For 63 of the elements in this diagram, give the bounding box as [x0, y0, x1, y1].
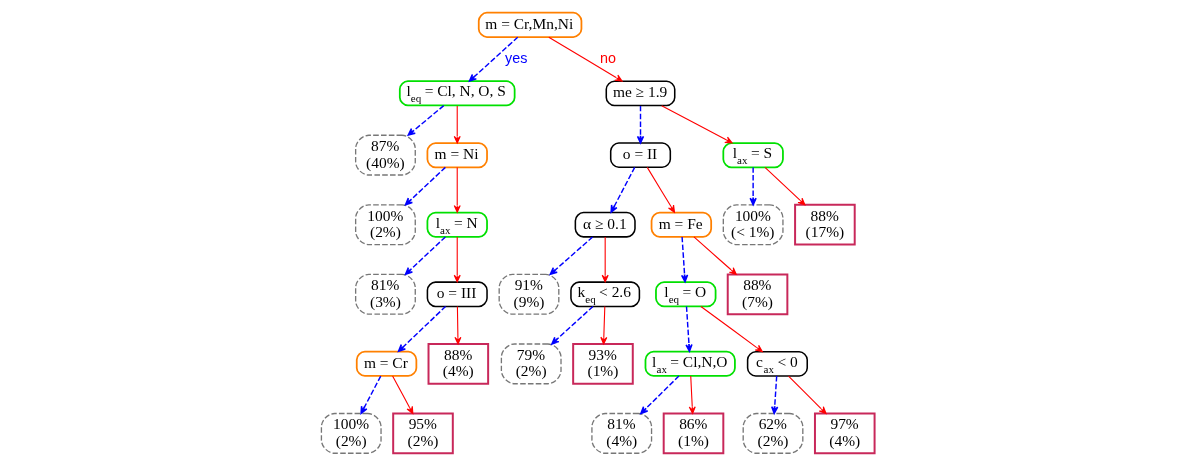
- node-box: 87% (40%): [354, 134, 416, 176]
- node-box: 95% (2%): [392, 412, 454, 455]
- node-box: o = III: [426, 281, 488, 308]
- arrow: [404, 166, 447, 206]
- arrow: [549, 236, 594, 276]
- node-box: 81% (3%): [354, 273, 416, 315]
- node-box: 93% (1%): [572, 342, 634, 385]
- arrow: [610, 166, 636, 213]
- node-box: m = Cr: [355, 350, 418, 377]
- arrow: [360, 375, 382, 415]
- node-box: α ≥ 0.1: [574, 211, 636, 238]
- node-box: 88% (4%): [427, 342, 490, 385]
- arrow: [661, 105, 733, 144]
- arrow: [600, 305, 608, 345]
- node-box: 91% (9%): [498, 273, 560, 315]
- node-box: 97% (4%): [813, 412, 876, 455]
- arrow: [693, 236, 737, 275]
- arrow: [453, 105, 461, 144]
- node-box: 86% (1%): [662, 412, 725, 455]
- node-box: l$_{ax}$ = S: [722, 142, 784, 169]
- node-box: 88% (17%): [794, 203, 856, 246]
- arrow: [685, 305, 693, 353]
- node-box: 100% (< 1%): [722, 204, 784, 246]
- node-box: 79% (2%): [500, 343, 562, 385]
- arrow: [453, 236, 461, 283]
- node-box: 62% (2%): [742, 412, 804, 454]
- node-box: l$_{eq}$ = Cl, N, O, S: [398, 80, 516, 107]
- arrow: [764, 166, 806, 206]
- node-box: 100% (2%): [354, 204, 416, 246]
- arrow: [636, 105, 645, 144]
- arrow: [548, 36, 623, 82]
- node-box: 88% (7%): [726, 273, 789, 316]
- node-box: k$_{eq}$ < 2.6: [570, 281, 641, 308]
- arrow: [397, 305, 447, 353]
- node-box: m = Ni: [426, 142, 488, 169]
- node-box: o = II: [609, 142, 672, 169]
- node-box: l$_{ax}$ = Cl,N,O: [644, 350, 736, 377]
- node-box: l$_{eq}$ = O: [655, 281, 717, 308]
- arrow: [749, 166, 757, 206]
- node-box: l$_{ax}$ = N: [426, 211, 488, 238]
- arrow: [551, 305, 594, 345]
- arrow: [404, 236, 447, 276]
- node-box: c$_{ax}$ < 0: [746, 350, 808, 377]
- arrow: [788, 375, 827, 415]
- edge-label: yes: [505, 49, 528, 66]
- arrow: [700, 305, 763, 353]
- arrow: [640, 375, 680, 415]
- node-box: 81% (4%): [591, 412, 653, 454]
- arrow: [601, 236, 609, 283]
- node-box: me ≥ 1.9: [605, 80, 676, 107]
- arrow: [688, 375, 696, 415]
- arrow: [468, 36, 519, 82]
- node-box: m = Fe: [650, 211, 713, 238]
- node-box: m = Cr,Mn,Ni: [477, 11, 583, 38]
- arrow: [407, 104, 445, 136]
- arrow: [454, 305, 462, 345]
- node-box: 100% (2%): [320, 412, 382, 454]
- arrow: [646, 166, 675, 213]
- edge-label: no: [599, 49, 616, 66]
- arrow: [770, 375, 779, 415]
- arrow: [453, 166, 461, 213]
- arrow: [680, 236, 689, 283]
- arrow: [392, 375, 414, 415]
